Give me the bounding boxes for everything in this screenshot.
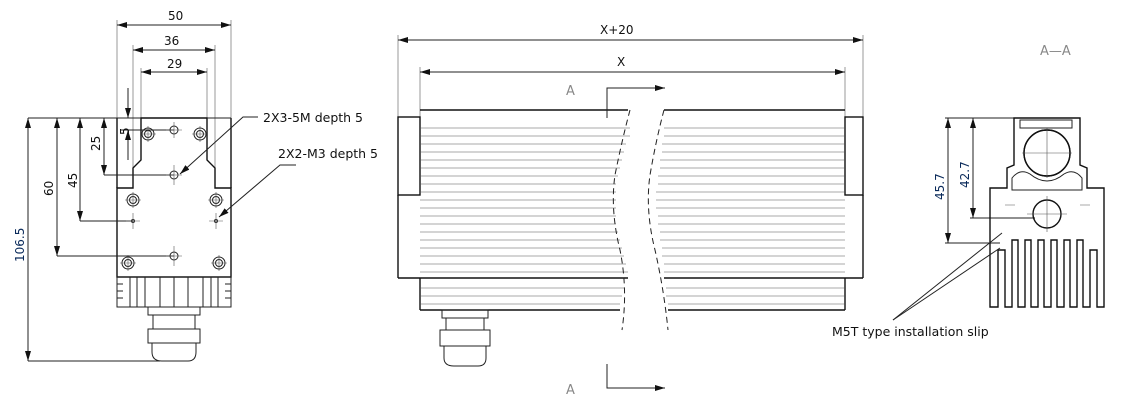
fin-lines xyxy=(420,127,845,305)
front-view: 50 36 29 106.5 60 45 25 5 xyxy=(13,9,378,362)
heatsink-fins xyxy=(116,276,232,308)
dim-5-label: 5 xyxy=(118,127,132,135)
note-installation-slip: M5T type installation slip xyxy=(832,324,989,339)
dim-60-label: 60 xyxy=(42,181,56,196)
dim-42-7-label: 42.7 xyxy=(958,161,972,188)
break-line-right xyxy=(647,109,669,331)
dim-106-5-label: 106.5 xyxy=(13,228,27,262)
dim-x-plus-20-label: X+20 xyxy=(600,23,634,37)
dim-x-label: X xyxy=(617,55,625,69)
cable-gland xyxy=(147,306,201,362)
dim-25-label: 25 xyxy=(89,136,103,151)
side-view: X+20 X A A xyxy=(397,23,864,398)
dim-36-label: 36 xyxy=(164,34,179,48)
note-m5-holes: 2X3-5M depth 5 xyxy=(263,110,363,125)
section-marker-top: A xyxy=(566,84,575,99)
section-title: A—A xyxy=(1040,44,1071,59)
heatsink-profile xyxy=(989,117,1105,308)
dim-45-label: 45 xyxy=(66,173,80,188)
dim-50-label: 50 xyxy=(168,9,183,23)
dim-29-label: 29 xyxy=(167,57,182,71)
dim-45-7-label: 45.7 xyxy=(933,173,947,200)
break-line-left xyxy=(612,109,631,331)
mounting-holes xyxy=(120,122,227,271)
section-view: A—A 45.7 42.7 M5T type installation slip xyxy=(832,44,1105,339)
section-marker-bottom: A xyxy=(566,383,575,398)
note-m3-holes: 2X2-M3 depth 5 xyxy=(278,146,378,161)
side-cable-gland xyxy=(439,309,491,367)
